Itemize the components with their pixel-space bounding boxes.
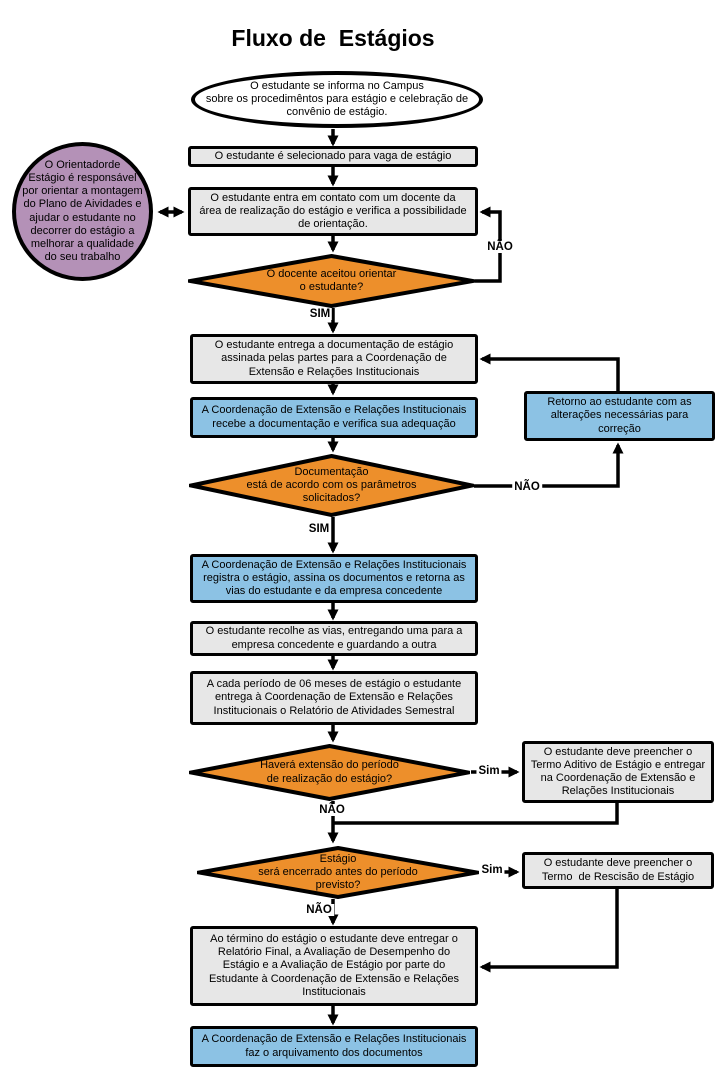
decision-advisor-label: O docente aceitou orientar o estudante? bbox=[266, 267, 397, 293]
decision-extension: Haverá extensão do período de realização… bbox=[189, 744, 470, 801]
step-receive-docs-label: A Coordenação de Extensão e Relações Ins… bbox=[201, 404, 467, 430]
step-return-student-label: Retorno ao estudante com as alterações n… bbox=[547, 396, 692, 435]
step-deliver-docs: O estudante entrega a documentação de es… bbox=[190, 334, 478, 384]
decision-docs-label: Documentação está de acordo com os parâm… bbox=[246, 465, 417, 505]
step-semester-report-label: A cada período de 06 meses de estágio o … bbox=[206, 678, 462, 717]
step-final-delivery-label: Ao término do estágio o estudante deve e… bbox=[208, 933, 460, 998]
label-nao-2: NÃO bbox=[512, 481, 542, 493]
edge-decision2-nao bbox=[474, 442, 624, 488]
advisor-note: O Orientadorde Estágio é responsável por… bbox=[12, 142, 153, 281]
step-semester-report: A cada período de 06 meses de estágio o … bbox=[190, 671, 478, 725]
step-collect-copies: O estudante recolhe as vias, entregando … bbox=[190, 621, 478, 656]
step-collect-copies-label: O estudante recolhe as vias, entregando … bbox=[205, 625, 463, 651]
step-deliver-docs-label: O estudante entrega a documentação de es… bbox=[214, 339, 454, 378]
step-final-delivery: Ao término do estágio o estudante deve e… bbox=[190, 926, 478, 1006]
label-sim-1: SIM bbox=[307, 308, 333, 320]
step-return-student: Retorno ao estudante com as alterações n… bbox=[524, 391, 715, 441]
step-contact-docente: O estudante entra em contato com um doce… bbox=[188, 187, 478, 236]
step-register-internship-label: A Coordenação de Extensão e Relações Ins… bbox=[201, 558, 467, 598]
label-sim-3: Sim bbox=[476, 765, 502, 777]
step-archive-docs-label: A Coordenação de Extensão e Relações Ins… bbox=[201, 1033, 467, 1059]
edge-rescisao-to-final bbox=[479, 889, 619, 973]
decision-docs-shape bbox=[189, 454, 474, 517]
edge-aditivo-rejoin bbox=[333, 803, 619, 825]
label-nao-3: NÃO bbox=[317, 804, 347, 816]
step-register-internship: A Coordenação de Extensão e Relações Ins… bbox=[190, 554, 478, 603]
step-archive-docs: A Coordenação de Extensão e Relações Ins… bbox=[190, 1026, 478, 1067]
step-selected-label: O estudante é selecionado para vaga de e… bbox=[214, 149, 452, 162]
page-title: Fluxo de Estágios bbox=[231, 25, 435, 51]
start-node: O estudante se informa no Campus sobre o… bbox=[191, 71, 483, 128]
decision-advisor: O docente aceitou orientar o estudante? bbox=[188, 254, 475, 308]
decision-early-end-label: Estágio será encerrado antes do período … bbox=[258, 852, 418, 892]
decision-early-end-shape bbox=[197, 846, 479, 899]
decision-extension-shape bbox=[189, 744, 470, 801]
edge-return-to-deliver bbox=[479, 353, 620, 391]
label-sim-2: SIM bbox=[306, 523, 332, 535]
label-nao-1: NÃO bbox=[485, 241, 515, 253]
step-selected: O estudante é selecionado para vaga de e… bbox=[188, 146, 478, 167]
decision-advisor-shape bbox=[188, 254, 475, 308]
decision-extension-label: Haverá extensão do período de realização… bbox=[260, 759, 399, 785]
start-node-label: O estudante se informa no Campus sobre o… bbox=[205, 79, 469, 119]
step-termo-aditivo: O estudante deve preencher o Termo Aditi… bbox=[522, 741, 714, 803]
step-contact-docente-label: O estudante entra em contato com um doce… bbox=[199, 191, 467, 231]
label-sim-4: Sim bbox=[479, 864, 505, 876]
decision-early-end: Estágio será encerrado antes do período … bbox=[197, 846, 479, 899]
step-termo-rescisao-label: O estudante deve preencher o Termo de Re… bbox=[541, 857, 695, 883]
step-termo-aditivo-label: O estudante deve preencher o Termo Aditi… bbox=[530, 745, 706, 798]
step-receive-docs: A Coordenação de Extensão e Relações Ins… bbox=[190, 397, 478, 438]
label-nao-4: NÃO bbox=[304, 904, 334, 916]
decision-docs: Documentação está de acordo com os parâm… bbox=[189, 454, 474, 517]
advisor-note-label: O Orientadorde Estágio é responsável por… bbox=[22, 158, 143, 264]
step-termo-rescisao: O estudante deve preencher o Termo de Re… bbox=[522, 852, 714, 889]
